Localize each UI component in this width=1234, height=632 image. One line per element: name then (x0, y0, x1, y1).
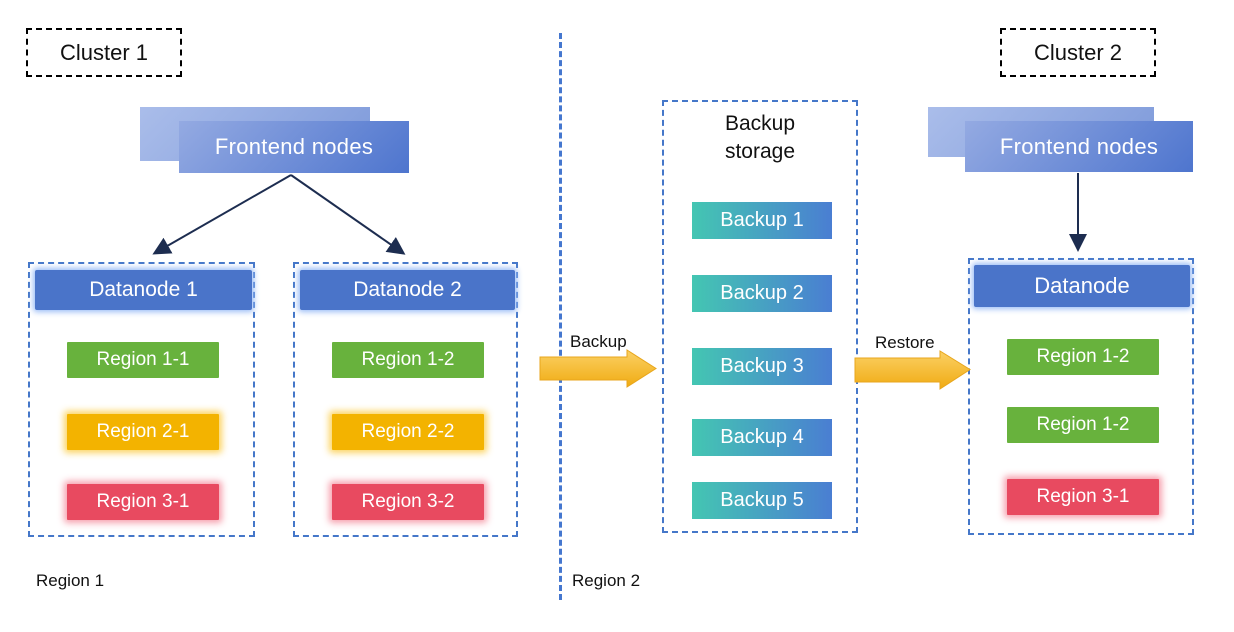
cluster2-frontend-label: Frontend nodes (999, 133, 1159, 159)
region-box: Region 3-1 (67, 484, 219, 520)
region-box: Region 2-2 (332, 414, 484, 450)
backup-arrow (539, 349, 657, 388)
datanode1-header: Datanode 1 (35, 270, 252, 310)
backup-storage-title-line1: Backup (724, 112, 796, 135)
restore-flow-label: Restore (875, 333, 935, 352)
datanode1-container: Datanode 1 Region 1-1 Region 2-1 Region … (28, 262, 255, 537)
cluster1-label-box: Cluster 1 (26, 28, 182, 77)
region-box: Region 3-2 (332, 484, 484, 520)
region-box: Region 1-2 (1007, 407, 1159, 443)
backup-item: Backup 1 (692, 202, 832, 239)
cluster2-datanode-title: Datanode (1034, 273, 1130, 298)
cluster1-frontend-node-box: Frontend nodes (179, 121, 409, 173)
region-box: Region 2-1 (67, 414, 219, 450)
cluster2-datanode-header: Datanode (974, 265, 1190, 307)
cluster2-label: Cluster 2 (1033, 39, 1123, 65)
cluster1-label: Cluster 1 (59, 39, 149, 65)
backup-flow-label: Backup (570, 332, 627, 351)
backup-item: Backup 2 (692, 275, 832, 312)
backup-item: Backup 3 (692, 348, 832, 385)
backup-storage-title-line2: storage (724, 140, 796, 163)
frontend-to-datanode1-arrow (152, 174, 292, 255)
backup-storage-container: Backup storage Backup 1 Backup 2 Backup … (662, 100, 858, 533)
region-box: Region 3-1 (1007, 479, 1159, 515)
datanode2-header: Datanode 2 (300, 270, 515, 310)
backup-storage-title: Backup storage (664, 110, 856, 166)
frontend-to-datanode2-arrow (290, 174, 406, 255)
cluster2-datanode-container: Datanode Region 1-2 Region 1-2 Region 3-… (968, 258, 1194, 535)
cluster2-frontend-node-box: Frontend nodes (965, 121, 1193, 172)
cluster2-label-box: Cluster 2 (1000, 28, 1156, 77)
region-box: Region 1-1 (67, 342, 219, 378)
cluster1-frontend-label: Frontend nodes (214, 134, 374, 159)
zone2-label: Region 2 (572, 571, 641, 590)
backup-item: Backup 4 (692, 419, 832, 456)
region-box: Region 1-2 (332, 342, 484, 378)
datanode2-title: Datanode 2 (353, 278, 462, 301)
datanode1-title: Datanode 1 (89, 278, 198, 301)
zone1-label: Region 1 (36, 571, 105, 590)
region-separator-line (559, 33, 562, 600)
backup-item: Backup 5 (692, 482, 832, 519)
region-box: Region 1-2 (1007, 339, 1159, 375)
restore-arrow (854, 350, 971, 390)
datanode2-container: Datanode 2 Region 1-2 Region 2-2 Region … (293, 262, 518, 537)
